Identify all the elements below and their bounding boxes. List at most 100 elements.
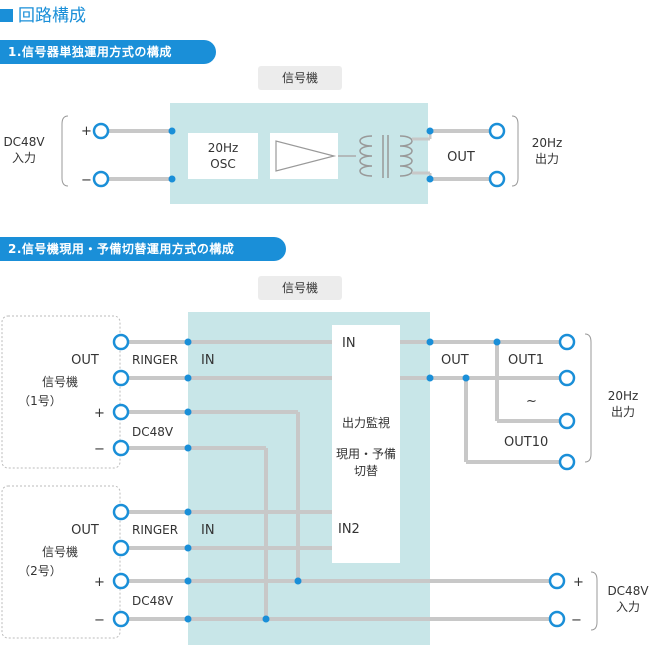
section1-output-label-line2: 出力 xyxy=(535,152,559,166)
unit2-dc48v-label: DC48V xyxy=(132,594,174,608)
section1-amplifier-box xyxy=(270,133,338,179)
unit2-in-label: IN xyxy=(201,523,215,538)
unit2-minus-label: − xyxy=(94,613,105,628)
title-square-icon xyxy=(0,9,13,22)
section1-terminal-minus-in xyxy=(92,170,110,188)
monitor-in-label: IN xyxy=(342,336,356,351)
junction-dot xyxy=(493,338,501,346)
out10-label: OUT10 xyxy=(504,435,548,450)
transformer-icon xyxy=(359,131,432,179)
section1-input-label-line2: 入力 xyxy=(12,151,36,165)
section1-minus-label: − xyxy=(81,173,92,188)
section1-terminal-out-top xyxy=(488,122,506,140)
junction-dot xyxy=(462,374,470,382)
junction-dot xyxy=(184,615,192,623)
out1-terminal-2 xyxy=(558,369,576,387)
section1-input-bracket xyxy=(61,115,69,187)
section1-osc-label-line1: 20Hz xyxy=(208,141,239,155)
section2-output-label-line2: 出力 xyxy=(611,405,635,419)
unit1-dashed-box xyxy=(1,315,121,469)
junction-dot xyxy=(294,577,302,585)
junction-dot xyxy=(184,374,192,382)
out10-terminal-2 xyxy=(558,453,576,471)
section2-input-label-line2: 入力 xyxy=(616,600,640,614)
section1-title: 1.信号器単独運用方式の構成 xyxy=(0,40,216,64)
switch-label-line1: 現用・予備 xyxy=(336,446,396,461)
unit1-dc48v-label: DC48V xyxy=(132,425,174,439)
unit1-out-label: OUT xyxy=(71,353,99,368)
section2-output-bracket xyxy=(584,333,592,463)
dc48v-input-plus-terminal xyxy=(548,572,566,590)
out1-terminal-1 xyxy=(558,333,576,351)
unit2-dashed-box xyxy=(1,485,121,639)
junction-dot xyxy=(426,127,434,135)
amplifier-icon xyxy=(275,140,337,172)
junction-dot xyxy=(426,338,434,346)
section2-input-label-line1: DC48V xyxy=(607,584,649,598)
out1-label: OUT1 xyxy=(508,353,544,368)
section1-device-label: 信号機 xyxy=(258,66,342,90)
unit1-out-terminal-1 xyxy=(112,333,130,351)
section2-device-label: 信号機 xyxy=(258,276,342,300)
unit1-label-line2: （1号） xyxy=(18,394,62,408)
junction-dot xyxy=(426,175,434,183)
unit2-minus-terminal xyxy=(112,610,130,628)
junction-dot xyxy=(262,615,270,623)
junction-dot xyxy=(168,127,176,135)
section2-title: 2.信号機現用・予備切替運用方式の構成 xyxy=(0,237,286,261)
monitor-label: 出力監視 xyxy=(342,415,390,430)
section1-diagram: + − DC48V 入力 20Hz OSC OUT 20Hz 出力 xyxy=(3,103,562,204)
unit2-plus-label: + xyxy=(94,575,105,590)
section1-plus-label: + xyxy=(81,124,92,139)
section2-terminals xyxy=(112,333,576,628)
switch-label-line2: 切替 xyxy=(354,464,378,478)
monitor-in2-label: IN2 xyxy=(338,522,360,537)
section2-output-label-line1: 20Hz xyxy=(608,389,639,403)
section1-output-bracket xyxy=(511,115,519,187)
dc48v-input-plus-label: + xyxy=(573,575,584,590)
junction-dot xyxy=(184,508,192,516)
unit1-plus-label: + xyxy=(94,406,105,421)
page-title-text: 回路構成 xyxy=(18,6,86,26)
page-title: 回路構成 xyxy=(0,1,86,26)
section1-osc-box xyxy=(188,133,258,179)
unit1-ringer-label: RINGER xyxy=(132,353,178,367)
unit2-out-terminal-2 xyxy=(112,539,130,557)
section2-out-label: OUT xyxy=(441,353,469,368)
section1-output-label-line1: 20Hz xyxy=(532,136,563,150)
section2-input-bracket xyxy=(590,571,598,631)
junction-dot xyxy=(184,544,192,552)
unit1-minus-terminal xyxy=(112,439,130,457)
section1-out-label: OUT xyxy=(447,150,475,165)
section2-diagram: 信号機 （1号） 信号機 （2号） OUT RINGER IN + − DC48… xyxy=(1,312,649,645)
unit2-out-label: OUT xyxy=(71,523,99,538)
tilde-label: ~ xyxy=(526,394,537,409)
unit1-minus-label: − xyxy=(94,442,105,457)
section1-terminal-plus-in xyxy=(92,122,110,140)
dc48v-input-minus-label: − xyxy=(571,613,582,628)
junction-dot xyxy=(168,175,176,183)
section1-osc-label-line2: OSC xyxy=(210,157,235,171)
dc48v-input-minus-terminal xyxy=(548,610,566,628)
unit2-label-line2: （2号） xyxy=(18,564,62,578)
junction-dot xyxy=(184,444,192,452)
section2-wires xyxy=(121,340,567,621)
junction-dot xyxy=(184,408,192,416)
junction-dot xyxy=(426,374,434,382)
unit2-ringer-label: RINGER xyxy=(132,523,178,537)
junction-dot xyxy=(184,338,192,346)
unit1-plus-terminal xyxy=(112,403,130,421)
section2-junctions xyxy=(184,338,501,623)
unit2-plus-terminal xyxy=(112,572,130,590)
junction-dot xyxy=(184,577,192,585)
monitor-switch-box xyxy=(332,325,400,563)
unit2-label-line1: 信号機 xyxy=(42,544,78,559)
unit1-out-terminal-2 xyxy=(112,369,130,387)
unit1-label-line1: 信号機 xyxy=(42,374,78,389)
unit1-in-label: IN xyxy=(201,353,215,368)
unit2-out-terminal-1 xyxy=(112,503,130,521)
out10-terminal-1 xyxy=(558,412,576,430)
section1-input-label-line1: DC48V xyxy=(3,135,45,149)
